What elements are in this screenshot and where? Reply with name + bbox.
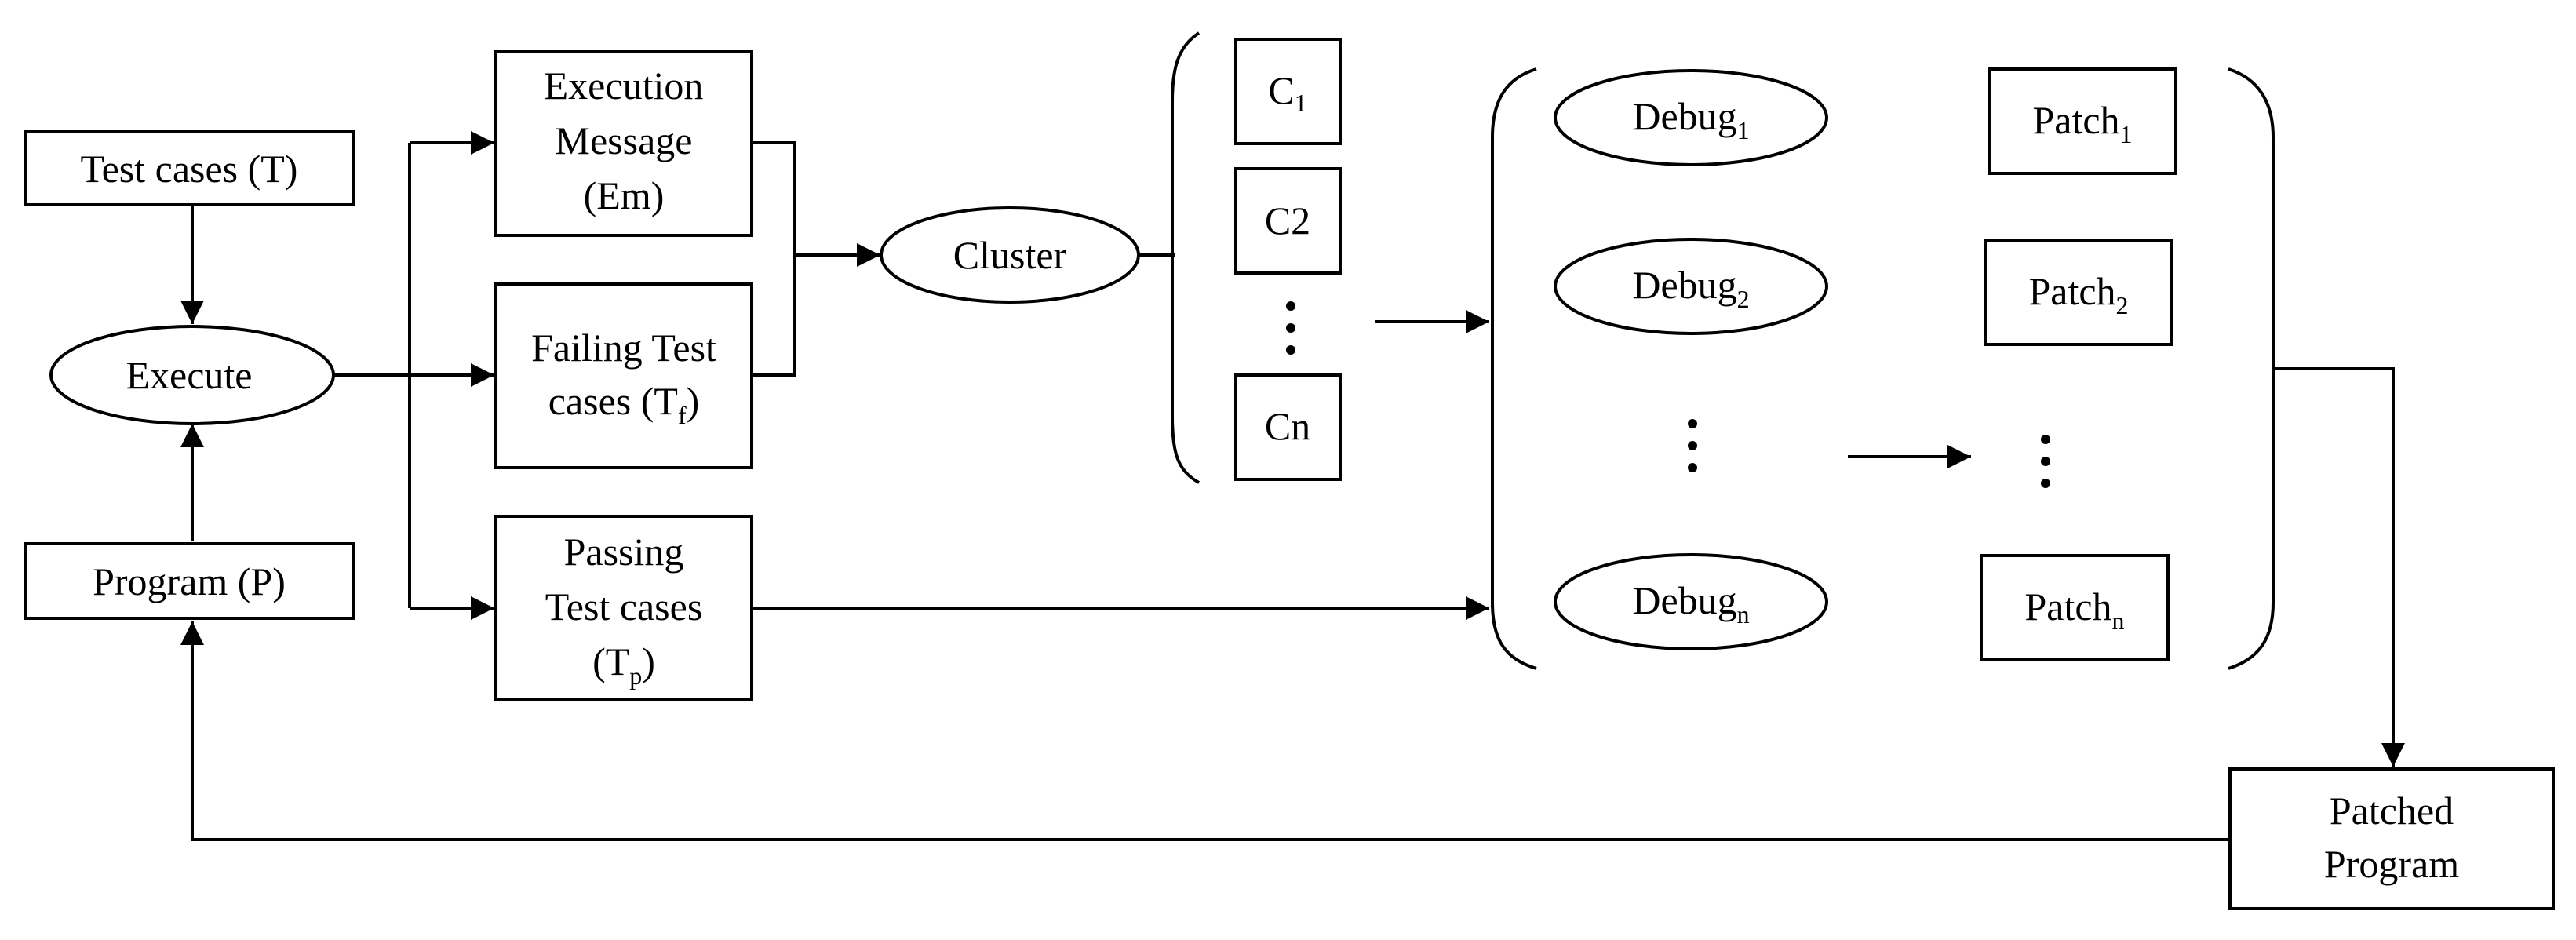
execution-message-line-1: Execution [545,64,704,107]
cluster-box-1-label: C1 [1268,68,1306,117]
debug-node-1-label: Debug1 [1632,94,1749,144]
passing-tests-line-1: Passing [564,530,684,574]
passing-tests-line-3: (Tp) [592,639,655,690]
patch-box-2-label: Patch2 [2028,269,2128,319]
cluster-label: Cluster [953,233,1067,277]
clusters-left-bracket [1171,31,1201,484]
program-label: Program (P) [93,559,286,603]
debug-group-left-bracket [1491,67,1537,670]
patch-ellipsis [2041,435,2050,488]
arrow-patched-program-to-program [180,621,2230,841]
debug-ellipsis [1688,419,1697,472]
cluster-box-2: C2 [1234,167,1342,275]
debug-node-n: Debugn [1554,553,1828,650]
execution-message-line-3: (Em) [584,173,665,217]
execution-message-box: Execution Message (Em) [494,50,753,237]
patch-box-1: Patch1 [1988,67,2177,175]
debug-node-2-label: Debug2 [1632,263,1749,313]
passing-tests-box: Passing Test cases (Tp) [494,515,753,701]
execute-node: Execute [49,325,335,425]
failing-tests-line-2: cases (Tf) [548,379,700,429]
execute-label: Execute [126,353,252,397]
execution-message-line-2: Message [556,118,693,162]
patch-box-n-label: Patchn [2024,585,2124,635]
patch-box-1-label: Patch1 [2032,98,2132,148]
patch-group-right-bracket [2228,67,2275,670]
patched-program-box: Patched Program [2228,767,2555,910]
test-cases-box: Test cases (T) [24,130,355,206]
cluster-ellipsis [1286,301,1295,355]
failing-tests-line-1: Failing Test [531,326,716,370]
connector-em-and-tf-merge [752,141,796,377]
cluster-box-n-label: Cn [1265,404,1310,448]
program-box: Program (P) [24,542,355,620]
debug-node-1: Debug1 [1554,69,1828,166]
cluster-box-1: C1 [1234,38,1342,145]
cluster-box-2-label: C2 [1265,199,1310,242]
cluster-node: Cluster [880,206,1140,304]
debug-node-2: Debug2 [1554,238,1828,335]
patch-box-n: Patchn [1980,554,2170,661]
failing-tests-box: Failing Test cases (Tf) [494,282,753,469]
debug-node-n-label: Debugn [1632,578,1749,628]
patched-program-line-2: Program [2324,842,2459,886]
test-cases-label: Test cases (T) [81,147,298,191]
passing-tests-line-2: Test cases [545,585,703,628]
arrow-patches-to-patched-program [2275,367,2405,767]
patch-box-2: Patch2 [1984,239,2173,346]
cluster-box-n: Cn [1234,373,1342,481]
patched-program-line-1: Patched [2330,789,2454,833]
